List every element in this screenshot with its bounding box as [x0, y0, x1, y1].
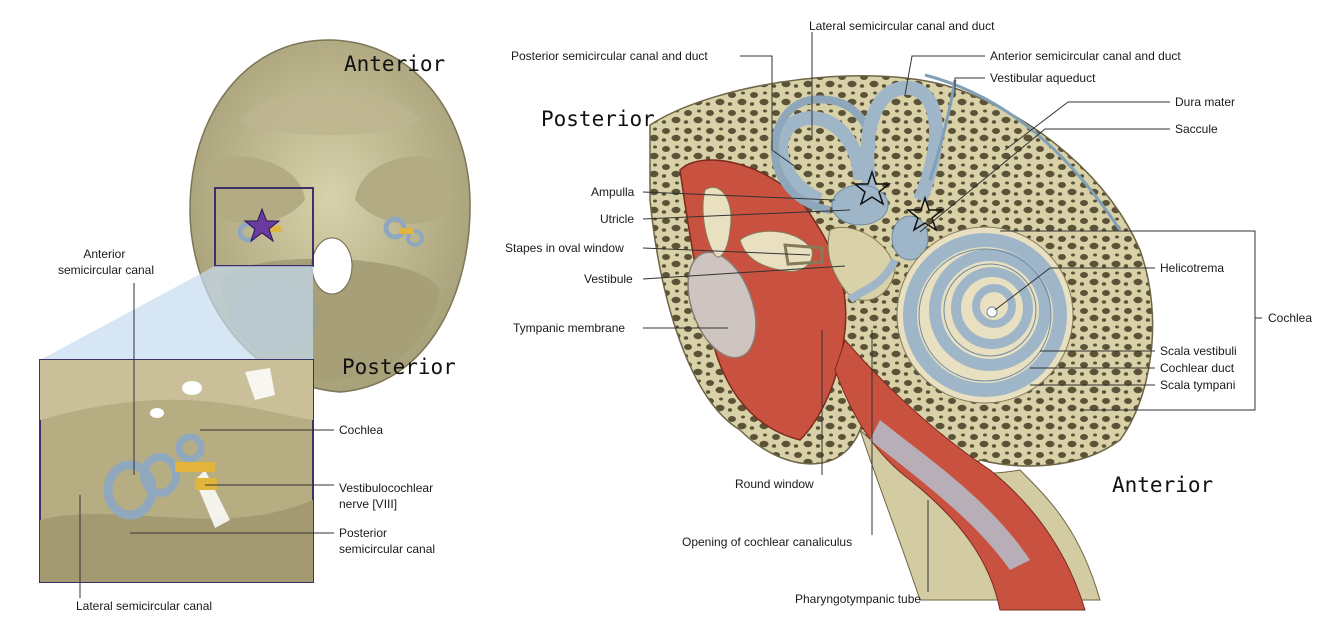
label-lateral-semicircular-canal: Lateral semicircular canal — [76, 599, 212, 613]
cochlea-spiral — [896, 226, 1074, 404]
label-anterior-semicircular-canal-line2: semicircular canal — [58, 263, 154, 277]
label-vestibulocochlear-nerve: Vestibulocochlear nerve [VIII] — [339, 481, 436, 511]
anterior-semicircular-canal-shape — [860, 80, 943, 203]
label-scala-vestibuli: Scala vestibuli — [1160, 344, 1237, 358]
vestibular-aqueduct-shape — [928, 79, 957, 181]
scala-connection-to-vestibule — [847, 258, 899, 304]
lateral-semicircular-canal-shape — [774, 111, 867, 207]
left-orientation-anterior: Anterior — [344, 52, 445, 76]
label-utricle: Utricle — [600, 212, 634, 226]
left-orientation-posterior: Posterior — [342, 355, 456, 379]
label-anterior-semicircular-canal-and-duct: Anterior semicircular canal and duct — [990, 49, 1181, 63]
anterior-fossa — [240, 90, 420, 135]
middle-fossa-right — [355, 156, 450, 224]
label-tympanic-membrane: Tympanic membrane — [513, 321, 625, 335]
star-marker-outline-2 — [905, 195, 945, 232]
inset-labyrinth — [103, 433, 217, 520]
label-dura-mater: Dura mater — [1175, 95, 1235, 109]
label-lateral-semicircular-canal-and-duct: Lateral semicircular canal and duct — [809, 19, 995, 33]
right-orientation-anterior: Anterior — [1112, 473, 1213, 497]
label-cochlear-duct: Cochlear duct — [1160, 361, 1235, 375]
dura-mater-line — [924, 73, 1122, 231]
star-marker-purple — [243, 207, 281, 243]
right-panel: Posterior Anterior Lateral semicircular … — [505, 19, 1312, 611]
label-cochlea-right: Cochlea — [1268, 311, 1312, 325]
label-cochlea-left: Cochlea — [339, 423, 383, 437]
left-panel: Anterior Posterior Anterior semicircular… — [39, 39, 471, 613]
label-anterior-semicircular-canal-line1: Anterior — [83, 247, 125, 261]
labyrinth-miniature-right — [383, 216, 424, 247]
middle-fossa-left — [210, 156, 305, 224]
label-vestibulocochlear-nerve-line1: Vestibulocochlear — [339, 481, 433, 495]
label-stapes-in-oval-window: Stapes in oval window — [505, 241, 624, 255]
tympanic-membrane-shape — [687, 251, 757, 359]
tube-mucosa-lining — [870, 420, 1030, 570]
label-opening-of-cochlear-canaliculus: Opening of cochlear canaliculus — [682, 535, 852, 549]
label-posterior-semicircular-canal-and-duct: Posterior semicircular canal and duct — [511, 49, 708, 63]
ossicles — [702, 187, 824, 272]
posterior-semicircular-canal-shape — [770, 95, 876, 214]
label-saccule: Saccule — [1175, 122, 1218, 136]
label-vestibulocochlear-nerve-line2: nerve [VIII] — [339, 497, 397, 511]
label-scala-tympani: Scala tympani — [1160, 378, 1235, 392]
label-helicotrema: Helicotrema — [1160, 261, 1224, 275]
left-leader-lines — [79, 283, 334, 598]
label-vestibule: Vestibule — [584, 272, 633, 286]
right-orientation-posterior: Posterior — [541, 107, 655, 131]
label-posterior-semicircular-canal-line2: semicircular canal — [339, 542, 435, 556]
label-vestibular-aqueduct: Vestibular aqueduct — [990, 71, 1096, 85]
inset-enlargement — [39, 359, 314, 583]
label-posterior-semicircular-canal-line1: Posterior — [339, 526, 387, 540]
label-ampulla: Ampulla — [591, 185, 635, 199]
label-round-window: Round window — [735, 477, 814, 491]
label-posterior-semicircular-canal: Posterior semicircular canal — [339, 526, 435, 556]
foramen-magnum — [311, 237, 353, 295]
pharyngotympanic-tube-shape — [834, 339, 1086, 611]
star-marker-outline-1 — [852, 169, 892, 206]
label-pharyngotympanic-tube: Pharyngotympanic tube — [795, 592, 921, 606]
magnification-beam — [40, 266, 313, 360]
right-leader-lines — [642, 32, 1262, 592]
label-anterior-semicircular-canal: Anterior semicircular canal — [58, 247, 154, 277]
